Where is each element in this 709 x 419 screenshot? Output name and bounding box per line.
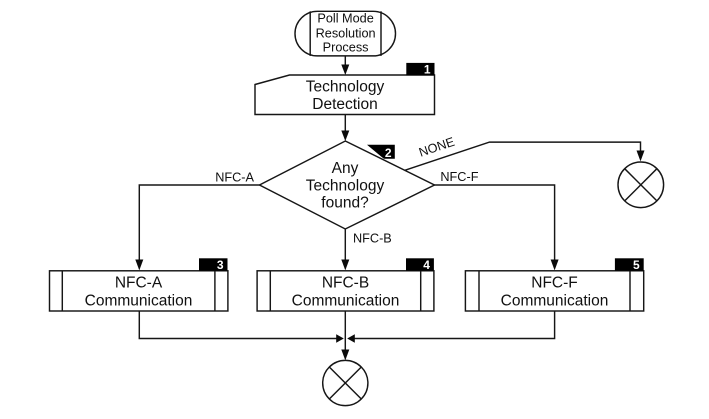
svg-text:Resolution: Resolution <box>316 26 376 40</box>
svg-text:NFC-B: NFC-B <box>322 275 369 292</box>
svg-text:1: 1 <box>424 63 431 77</box>
svg-text:Any: Any <box>332 160 359 177</box>
svg-text:NFC-F: NFC-F <box>440 170 478 184</box>
svg-text:NFC-A: NFC-A <box>115 275 163 292</box>
svg-text:NFC-F: NFC-F <box>531 275 578 292</box>
svg-text:4: 4 <box>423 258 430 272</box>
svg-text:5: 5 <box>633 258 640 272</box>
svg-text:Communication: Communication <box>501 292 609 309</box>
svg-text:Technology: Technology <box>306 177 385 194</box>
svg-text:Communication: Communication <box>292 292 400 309</box>
svg-text:found?: found? <box>321 195 369 212</box>
svg-text:NFC-B: NFC-B <box>353 232 392 246</box>
svg-text:2: 2 <box>385 146 392 160</box>
svg-text:3: 3 <box>217 258 224 272</box>
svg-text:Poll Mode: Poll Mode <box>317 12 373 26</box>
svg-text:Process: Process <box>323 41 369 55</box>
svg-text:NFC-A: NFC-A <box>215 171 254 185</box>
svg-text:Detection: Detection <box>312 96 377 113</box>
svg-text:Technology: Technology <box>306 78 385 95</box>
svg-text:Communication: Communication <box>85 292 193 309</box>
